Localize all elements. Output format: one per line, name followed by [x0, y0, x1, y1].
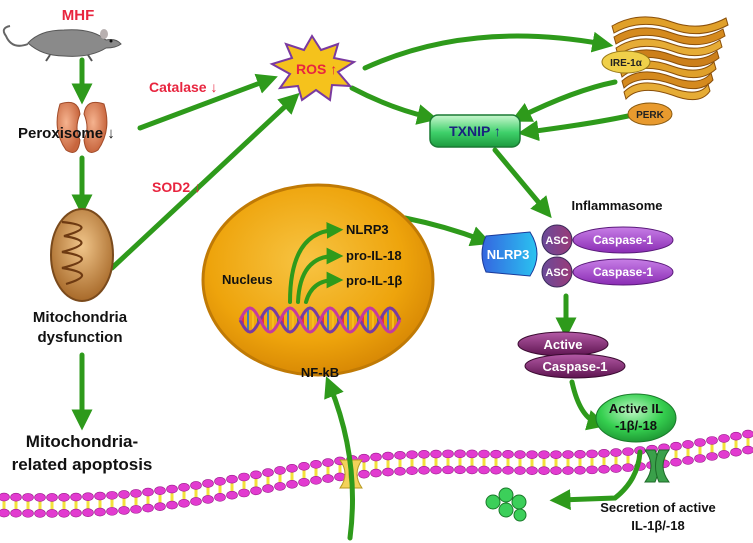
secreted-cytokines — [485, 487, 527, 522]
secretion-line2: IL-1β/-18 — [631, 518, 684, 533]
arrow-perk-to-txnip — [517, 113, 631, 142]
caspase1-top: Caspase-1 — [572, 226, 674, 254]
nfkb-label: NF-kB — [301, 365, 339, 380]
asc-top-label: ASC — [545, 235, 568, 247]
caspase1-bottom: Caspase-1 — [572, 258, 674, 286]
txnip-label: TXNIP ↑ — [449, 123, 501, 139]
arrow-ros-to-txnip — [349, 85, 439, 125]
arrow-peroxisome-to-ros — [137, 73, 278, 131]
arrows — [71, 31, 643, 541]
cell-membrane — [0, 429, 753, 518]
dna-helix — [238, 306, 402, 334]
mhf-label: MHF — [62, 7, 95, 24]
arrow-caspase-to-il — [569, 379, 609, 431]
arrow-mito-to-ros — [109, 92, 300, 271]
nlrp3-complex-label: NLRP3 — [487, 247, 530, 262]
ros-burst — [269, 34, 357, 102]
nucleus-label: Nucleus — [222, 272, 273, 287]
peroxisome-icon — [56, 101, 108, 153]
perk-label: PERK — [636, 110, 665, 121]
mito-dysfunction-line1: Mitochondria — [33, 309, 128, 326]
caspase1-bottom-label: Caspase-1 — [593, 265, 653, 279]
active-caspase1: Active Caspase-1 — [517, 331, 626, 379]
pro-il1b-label: pro-IL-1β — [346, 273, 402, 288]
inflammasome-label: Inflammasome — [571, 198, 662, 213]
txnip-box: TXNIP ↑ — [429, 114, 521, 148]
nlrp3-complex: NLRP3 — [481, 231, 538, 277]
active-caspase-line2: Caspase-1 — [542, 359, 607, 374]
apoptosis-line2: related apoptosis — [12, 455, 153, 474]
gene-expression-arrows — [288, 221, 344, 304]
endoplasmic-reticulum-icon — [611, 16, 729, 101]
mito-dysfunction-line2: dysfunction — [38, 329, 123, 346]
arrow-nucleus-to-nlrp3 — [402, 215, 492, 247]
ire1a-label: IRE-1α — [610, 58, 643, 69]
arrow-ire-to-txnip — [510, 79, 618, 122]
peroxisome-label: Peroxisome ↓ — [18, 125, 115, 142]
ire1a-badge: IRE-1α — [601, 50, 651, 74]
apoptosis-line1: Mitochondria- — [26, 432, 138, 451]
mitochondrion-icon — [50, 208, 114, 302]
active-caspase-line1: Active — [543, 337, 582, 352]
membrane-channel-right — [644, 449, 670, 483]
asc-bottom: ASC — [541, 256, 573, 288]
active-il-bubble: Active IL -1β/-18 — [595, 393, 677, 443]
rat-icon — [2, 25, 122, 62]
active-il-line1: Active IL — [609, 401, 663, 416]
arrow-secretion — [549, 449, 643, 511]
secretion-line1: Secretion of active — [600, 500, 716, 515]
asc-bottom-label: ASC — [545, 267, 568, 279]
ros-label: ROS ↑ — [296, 61, 337, 77]
caspase1-top-label: Caspase-1 — [593, 233, 653, 247]
catalase-label: Catalase ↓ — [149, 79, 217, 95]
perk-badge: PERK — [627, 102, 673, 126]
arrow-to-nfkb — [324, 376, 355, 541]
active-il-line2: -1β/-18 — [615, 418, 657, 433]
arrow-txnip-to-inflammasome — [492, 147, 552, 219]
pro-il18-label: pro-IL-18 — [346, 248, 402, 263]
sod2-label: SOD2 ↓ — [152, 179, 201, 195]
nucleus-nlrp3-label: NLRP3 — [346, 222, 389, 237]
arrow-ros-to-er — [362, 31, 614, 71]
asc-top: ASC — [541, 224, 573, 256]
